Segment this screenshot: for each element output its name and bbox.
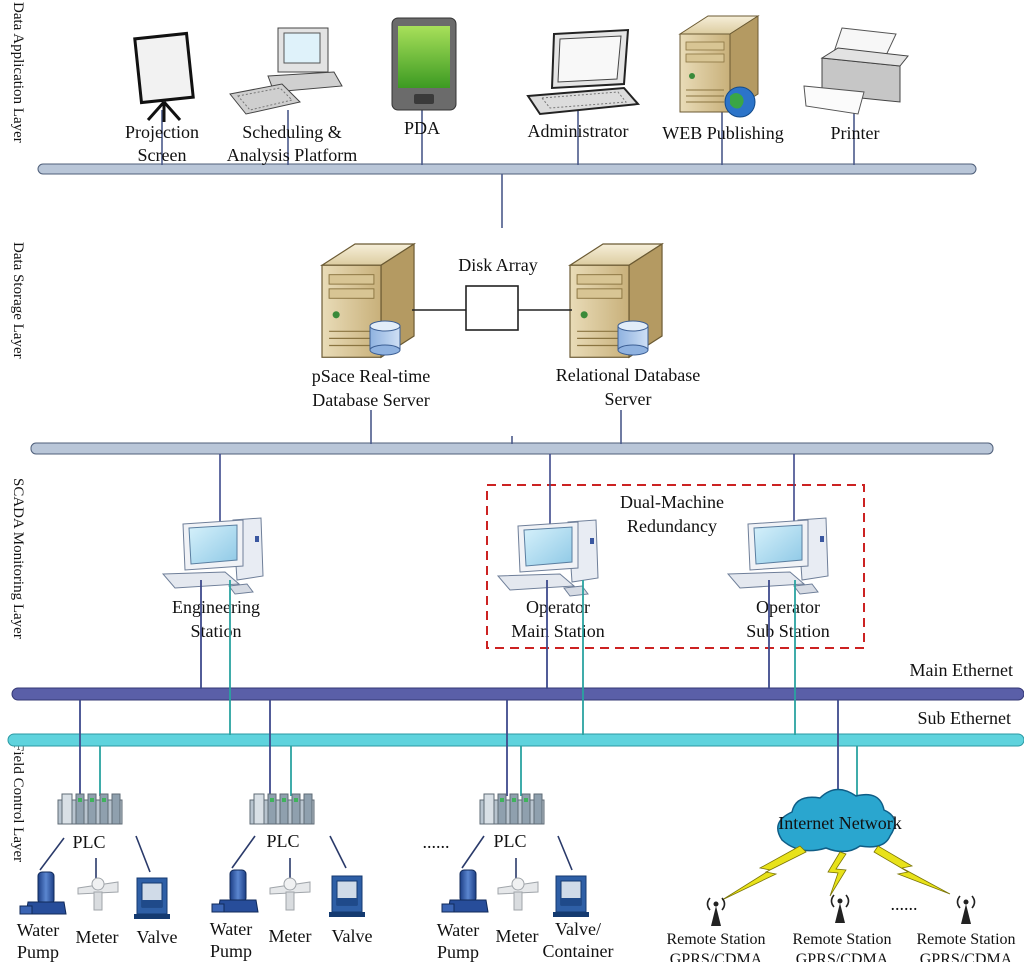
wireless-links (721, 845, 951, 901)
psace-label-1: pSace Real-time (312, 366, 430, 386)
valve-label: Valve (137, 927, 178, 947)
redundancy-label-2: Redundancy (627, 516, 717, 536)
plc-label: PLC (72, 832, 105, 852)
layer-label-storage: Data Storage Layer (10, 242, 26, 359)
water-pump-label-1: Water (210, 919, 253, 939)
operator-sub-label-1: Operator (756, 597, 820, 617)
plc-icon (479, 793, 545, 825)
water-pump-icon (211, 869, 259, 913)
water-pump-icon (441, 869, 489, 913)
valve-label: Valve (332, 926, 373, 946)
operator-main-label-1: Operator (526, 597, 590, 617)
meter-icon (77, 877, 119, 911)
operator-main-label-2: Main Station (511, 621, 605, 641)
engineering-label-1: Engineering (172, 597, 260, 617)
main-ethernet-bus (11, 687, 1024, 701)
application-links (161, 108, 855, 228)
redundancy-label-1: Dual-Machine (620, 492, 724, 512)
meter-label: Meter (496, 926, 539, 946)
remote-station-label-1: Remote Station (792, 931, 891, 948)
operator-sub-station-icon (727, 517, 829, 595)
main-ethernet-links (79, 580, 839, 800)
layer-label-field: Field Control Layer (10, 743, 26, 862)
sub-ethernet-label: Sub Ethernet (918, 708, 1011, 728)
printer-icon (803, 27, 909, 115)
storage-links (370, 410, 622, 444)
projection-screen-label-2: Screen (138, 145, 187, 165)
web-server-icon (679, 15, 759, 118)
pda-icon (391, 17, 457, 111)
disk-array-icon (465, 285, 519, 331)
water-pump-icon (19, 871, 67, 915)
scheduling-label-1: Scheduling & (242, 122, 342, 142)
scada-upper-links (219, 454, 795, 528)
disk-array-label: Disk Array (458, 255, 538, 275)
valve-container-label-1: Valve/ (555, 919, 601, 939)
printer-label: Printer (831, 123, 880, 143)
engineering-label-2: Station (190, 621, 241, 641)
plc-label: PLC (493, 831, 526, 851)
layer-label-scada: SCADA Monitoring Layer (10, 478, 26, 639)
main-ethernet-label: Main Ethernet (910, 660, 1013, 680)
storage-bus (30, 442, 994, 455)
operator-sub-label-2: Sub Station (746, 621, 830, 641)
meter-icon (497, 877, 539, 911)
psace-label-2: Database Server (312, 390, 429, 410)
valve-icon (552, 875, 590, 918)
water-pump-label-2: Pump (17, 942, 59, 962)
sub-ethernet-bus (7, 733, 1024, 747)
remote-station-label-1: Remote Station (916, 931, 1015, 948)
layer-label-application: Data Application Layer (10, 2, 26, 143)
web-publishing-label: WEB Publishing (662, 123, 784, 143)
remote-station-label-2: GPRS/CDMA (670, 951, 763, 962)
ellipsis-label: ...... (423, 832, 450, 852)
application-bus (37, 163, 977, 175)
administrator-label: Administrator (528, 121, 629, 141)
relational-server-icon (569, 243, 663, 358)
meter-label: Meter (76, 927, 119, 947)
valve-icon (328, 875, 366, 918)
water-pump-label-1: Water (17, 920, 60, 940)
internet-cloud-icon (777, 788, 896, 853)
antenna-icon (706, 897, 726, 927)
desktop-computer-icon (229, 27, 343, 115)
antenna-icon (830, 894, 850, 924)
plc-icon (57, 793, 123, 825)
valve-container-label-2: Container (543, 941, 614, 961)
water-pump-label-2: Pump (210, 941, 252, 961)
ellipsis-label: ...... (891, 894, 918, 914)
projection-screen-label-1: Projection (125, 122, 199, 142)
projection-screen-icon (133, 31, 195, 122)
remote-station-label-2: GPRS/CDMA (796, 951, 889, 962)
water-pump-label-2: Pump (437, 942, 479, 962)
plc-label: PLC (266, 831, 299, 851)
sub-ethernet-links (99, 580, 858, 800)
antenna-icon (956, 895, 976, 925)
relational-label-1: Relational Database (556, 365, 700, 385)
psace-server-icon (321, 243, 415, 358)
remote-station-label-2: GPRS/CDMA (920, 951, 1013, 962)
engineering-station-icon (162, 517, 264, 595)
laptop-icon (526, 28, 641, 116)
remote-station-label-1: Remote Station (666, 931, 765, 948)
scheduling-label-2: Analysis Platform (227, 145, 358, 165)
dual-machine-redundancy-box (486, 484, 865, 649)
meter-icon (269, 877, 311, 911)
internet-network-label: Internet Network (778, 813, 901, 833)
meter-label: Meter (269, 926, 312, 946)
valve-icon (133, 877, 171, 920)
plc-icon (249, 793, 315, 825)
relational-label-2: Server (605, 389, 652, 409)
pda-label: PDA (404, 118, 440, 138)
water-pump-label-1: Water (437, 920, 480, 940)
plc-device-links (39, 835, 573, 878)
